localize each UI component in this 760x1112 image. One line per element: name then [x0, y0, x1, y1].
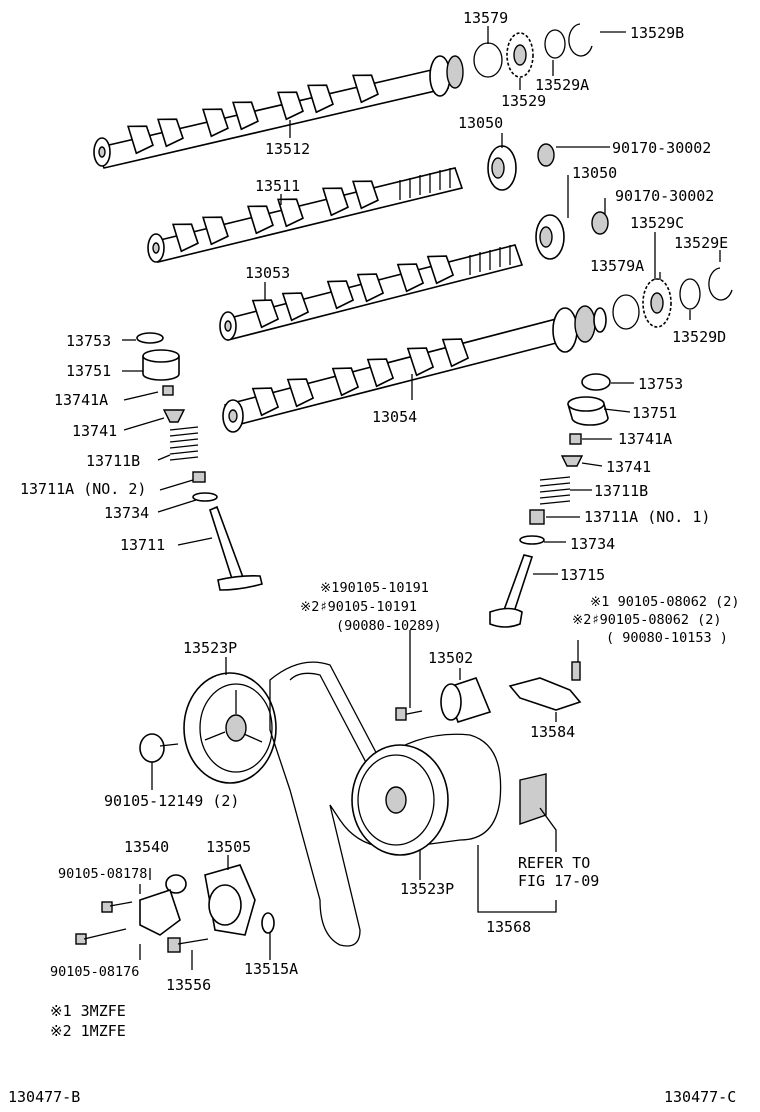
bolt-90105-10191: [395, 707, 423, 721]
label-13529D: 13529D: [672, 328, 726, 346]
gear-13529: [506, 32, 534, 78]
label-13751-right: 13751: [632, 404, 677, 422]
label-13579A: 13579A: [590, 257, 644, 275]
label-13584: 13584: [530, 723, 575, 741]
label-13556: 13556: [166, 976, 211, 994]
label-13502: 13502: [428, 649, 473, 667]
washer-13515A: [261, 912, 275, 934]
pulley-13523P-right: [351, 744, 449, 856]
idler-13502: [440, 677, 492, 723]
label-refer-to: REFER TO: [518, 854, 590, 872]
label-13053: 13053: [245, 264, 290, 282]
label-13540: 13540: [124, 838, 169, 856]
valve-stack-left: [136, 332, 263, 591]
label-bolt-b-line2: ※2♯90105-08062 (2): [572, 612, 721, 628]
label-bolt-a-line3: (90080-10289): [336, 618, 442, 634]
label-13711B-right: 13711B: [594, 482, 648, 500]
label-13568: 13568: [486, 918, 531, 936]
snap-ring-13579A: [612, 294, 640, 330]
label-90105-08176: 90105-08176: [50, 964, 139, 980]
label-13512: 13512: [265, 140, 310, 158]
label-bolt-b-line3: ( 90080-10153 ): [606, 630, 728, 646]
label-13711A-no2: 13711A (NO. 2): [20, 480, 146, 498]
label-13753-right: 13753: [638, 375, 683, 393]
leader-lines: [122, 26, 721, 970]
label-bolt-b-line1: ※1 90105-08062 (2): [590, 594, 739, 610]
bolt-13556: [167, 937, 209, 953]
bolt-90105-12149: [139, 733, 179, 763]
drawing-code-left: 130477-B: [8, 1088, 80, 1106]
label-13741A-left: 13741A: [54, 391, 108, 409]
label-13050-lower: 13050: [572, 164, 617, 182]
label-90105-08178: 90105-08178: [58, 866, 147, 882]
label-bolt-a-line2: ※2♯90105-10191: [300, 599, 417, 615]
gear-13529C: [642, 278, 672, 328]
bracket-13584: [508, 661, 582, 711]
label-13529A: 13529A: [535, 76, 589, 94]
belt-cover-reference: [519, 773, 547, 825]
snap-ring-13529B: [568, 23, 593, 57]
label-refer-fig: FIG 17-09: [518, 872, 599, 890]
label-13734-right: 13734: [570, 535, 615, 553]
label-13515A: 13515A: [244, 960, 298, 978]
label-13511: 13511: [255, 177, 300, 195]
label-13715: 13715: [560, 566, 605, 584]
label-13505: 13505: [206, 838, 251, 856]
gear-13050-upper: [487, 145, 517, 191]
bolt-90105-08178: [101, 901, 133, 913]
label-13711: 13711: [120, 536, 165, 554]
pulley-13523P-left: [183, 672, 277, 784]
label-bolt-a-line1: ※190105-10191: [320, 580, 429, 596]
label-13751-left: 13751: [66, 362, 111, 380]
camshaft-13053: [219, 244, 524, 341]
label-13529C: 13529C: [630, 214, 684, 232]
camshaft-13054: [222, 305, 607, 433]
label-13741A-right: 13741A: [618, 430, 672, 448]
label-13711A-no1: 13711A (NO. 1): [584, 508, 710, 526]
tensioner-13505: [204, 864, 256, 936]
camshaft-13512: [93, 55, 464, 169]
ring-13529D: [679, 278, 701, 310]
label-90170-lower: 90170-30002: [615, 187, 714, 205]
label-13711B-left: 13711B: [86, 452, 140, 470]
valve-stack-right: [489, 373, 611, 628]
label-13753-left: 13753: [66, 332, 111, 350]
bolt-90170-lower: [591, 211, 609, 235]
label-13529B: 13529B: [630, 24, 684, 42]
label-13529E: 13529E: [674, 234, 728, 252]
camshaft-13511: [147, 167, 464, 263]
label-13529: 13529: [501, 92, 546, 110]
label-90170-upper: 90170-30002: [612, 139, 711, 157]
label-13741-left: 13741: [72, 422, 117, 440]
snap-ring-13579: [473, 42, 503, 78]
note-3mzfe: ※1 3MZFE: [50, 1002, 126, 1020]
ring-13529A: [544, 29, 566, 59]
label-13054: 13054: [372, 408, 417, 426]
bolt-90170-upper: [537, 143, 555, 167]
bolt-90105-08176: [75, 928, 127, 945]
label-13523P-bottom: 13523P: [400, 880, 454, 898]
snap-ring-13529E: [708, 267, 733, 301]
note-1mzfe: ※2 1MZFE: [50, 1022, 126, 1040]
gear-13050-lower: [535, 214, 565, 260]
label-13741-right: 13741: [606, 458, 651, 476]
label-13050-upper: 13050: [458, 114, 503, 132]
label-13579: 13579: [463, 9, 508, 27]
label-13523P-top: 13523P: [183, 639, 237, 657]
tensioner-13540: [139, 874, 187, 936]
drawing-code-right: 130477-C: [664, 1088, 736, 1106]
label-13734-left: 13734: [104, 504, 149, 522]
label-90105-12149: 90105-12149 (2): [104, 792, 239, 810]
